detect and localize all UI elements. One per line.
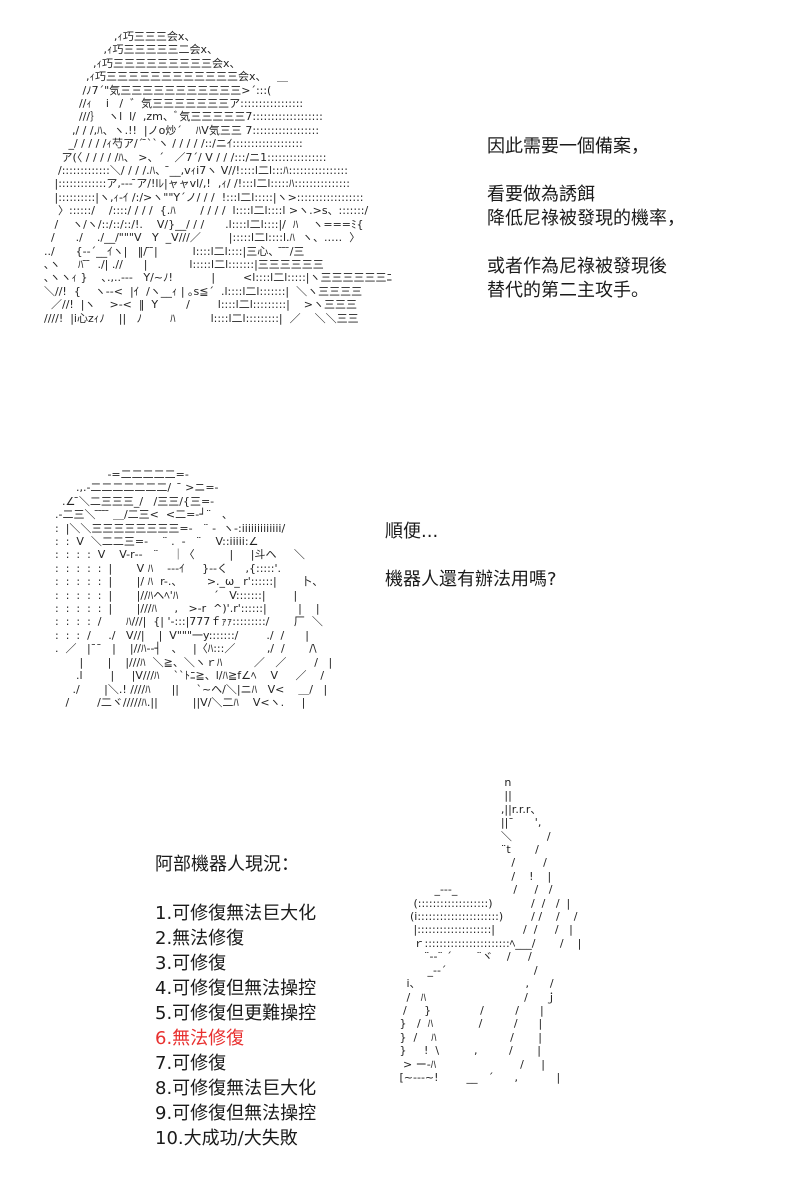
robot-question-line: 順便... bbox=[385, 521, 439, 542]
status-item: 5.可修復但更難操控 bbox=[155, 1003, 317, 1024]
backup-plan-spacer bbox=[487, 159, 685, 183]
status-item: 6.無法修復 bbox=[155, 1028, 245, 1049]
ascii-art-robot: -=二二二二二=- .,.-二二二二二二二/ ̄ >ニ=- .∠ ̄＼二三三三_… bbox=[54, 468, 333, 709]
backup-plan-line: 降低尼祿被發現的機率， bbox=[487, 208, 685, 229]
backup-plan-spacer bbox=[487, 231, 685, 255]
ascii-art-pointing-figure: n || ,||r.r.r、 ||¯ ', ＼ / ¨t bbox=[399, 776, 582, 1084]
status-item: 8.可修復無法巨大化 bbox=[155, 1078, 317, 1099]
ascii-art-figure-top: ,ｨ巧三三三会x、 ,ｨ巧三三三三三二会x、 ,ｨ巧三三三三三三三三三会x、 ,… bbox=[44, 30, 393, 325]
status-item: 10.大成功/大失敗 bbox=[155, 1128, 298, 1149]
robot-question-spacer bbox=[385, 544, 557, 568]
robot-status-list: 阿部機器人現況： 1.可修復無法巨大化 2.無法修復 3.可修復 4.可修復但無法操控… bbox=[155, 853, 316, 1151]
status-item: 2.無法修復 bbox=[155, 928, 245, 949]
dialogue-robot-question: 順便... 機器人還有辦法用嗎? bbox=[385, 520, 557, 592]
robot-question-line: 機器人還有辦法用嗎? bbox=[385, 569, 557, 590]
backup-plan-line: 替代的第二主攻手。 bbox=[487, 280, 649, 301]
status-item: 3.可修復 bbox=[155, 953, 227, 974]
backup-plan-line: 或者作為尼祿被發現後 bbox=[487, 256, 667, 277]
status-item: 7.可修復 bbox=[155, 1053, 227, 1074]
status-item: 9.可修復但無法操控 bbox=[155, 1103, 317, 1124]
status-item: 4.可修復但無法操控 bbox=[155, 978, 317, 999]
backup-plan-line: 看要做為誘餌 bbox=[487, 184, 595, 205]
status-item: 1.可修復無法巨大化 bbox=[155, 903, 317, 924]
dialogue-backup-plan: 因此需要一個備案， 看要做為誘餌降低尼祿被發現的機率， 或者作為尼祿被發現後替代的第… bbox=[487, 135, 685, 303]
status-title: 阿部機器人現況： bbox=[155, 854, 299, 875]
backup-plan-line: 因此需要一個備案， bbox=[487, 136, 649, 157]
status-items: 1.可修復無法巨大化 2.無法修復 3.可修復 4.可修復但無法操控 5.可修復但更難操… bbox=[155, 901, 316, 1151]
